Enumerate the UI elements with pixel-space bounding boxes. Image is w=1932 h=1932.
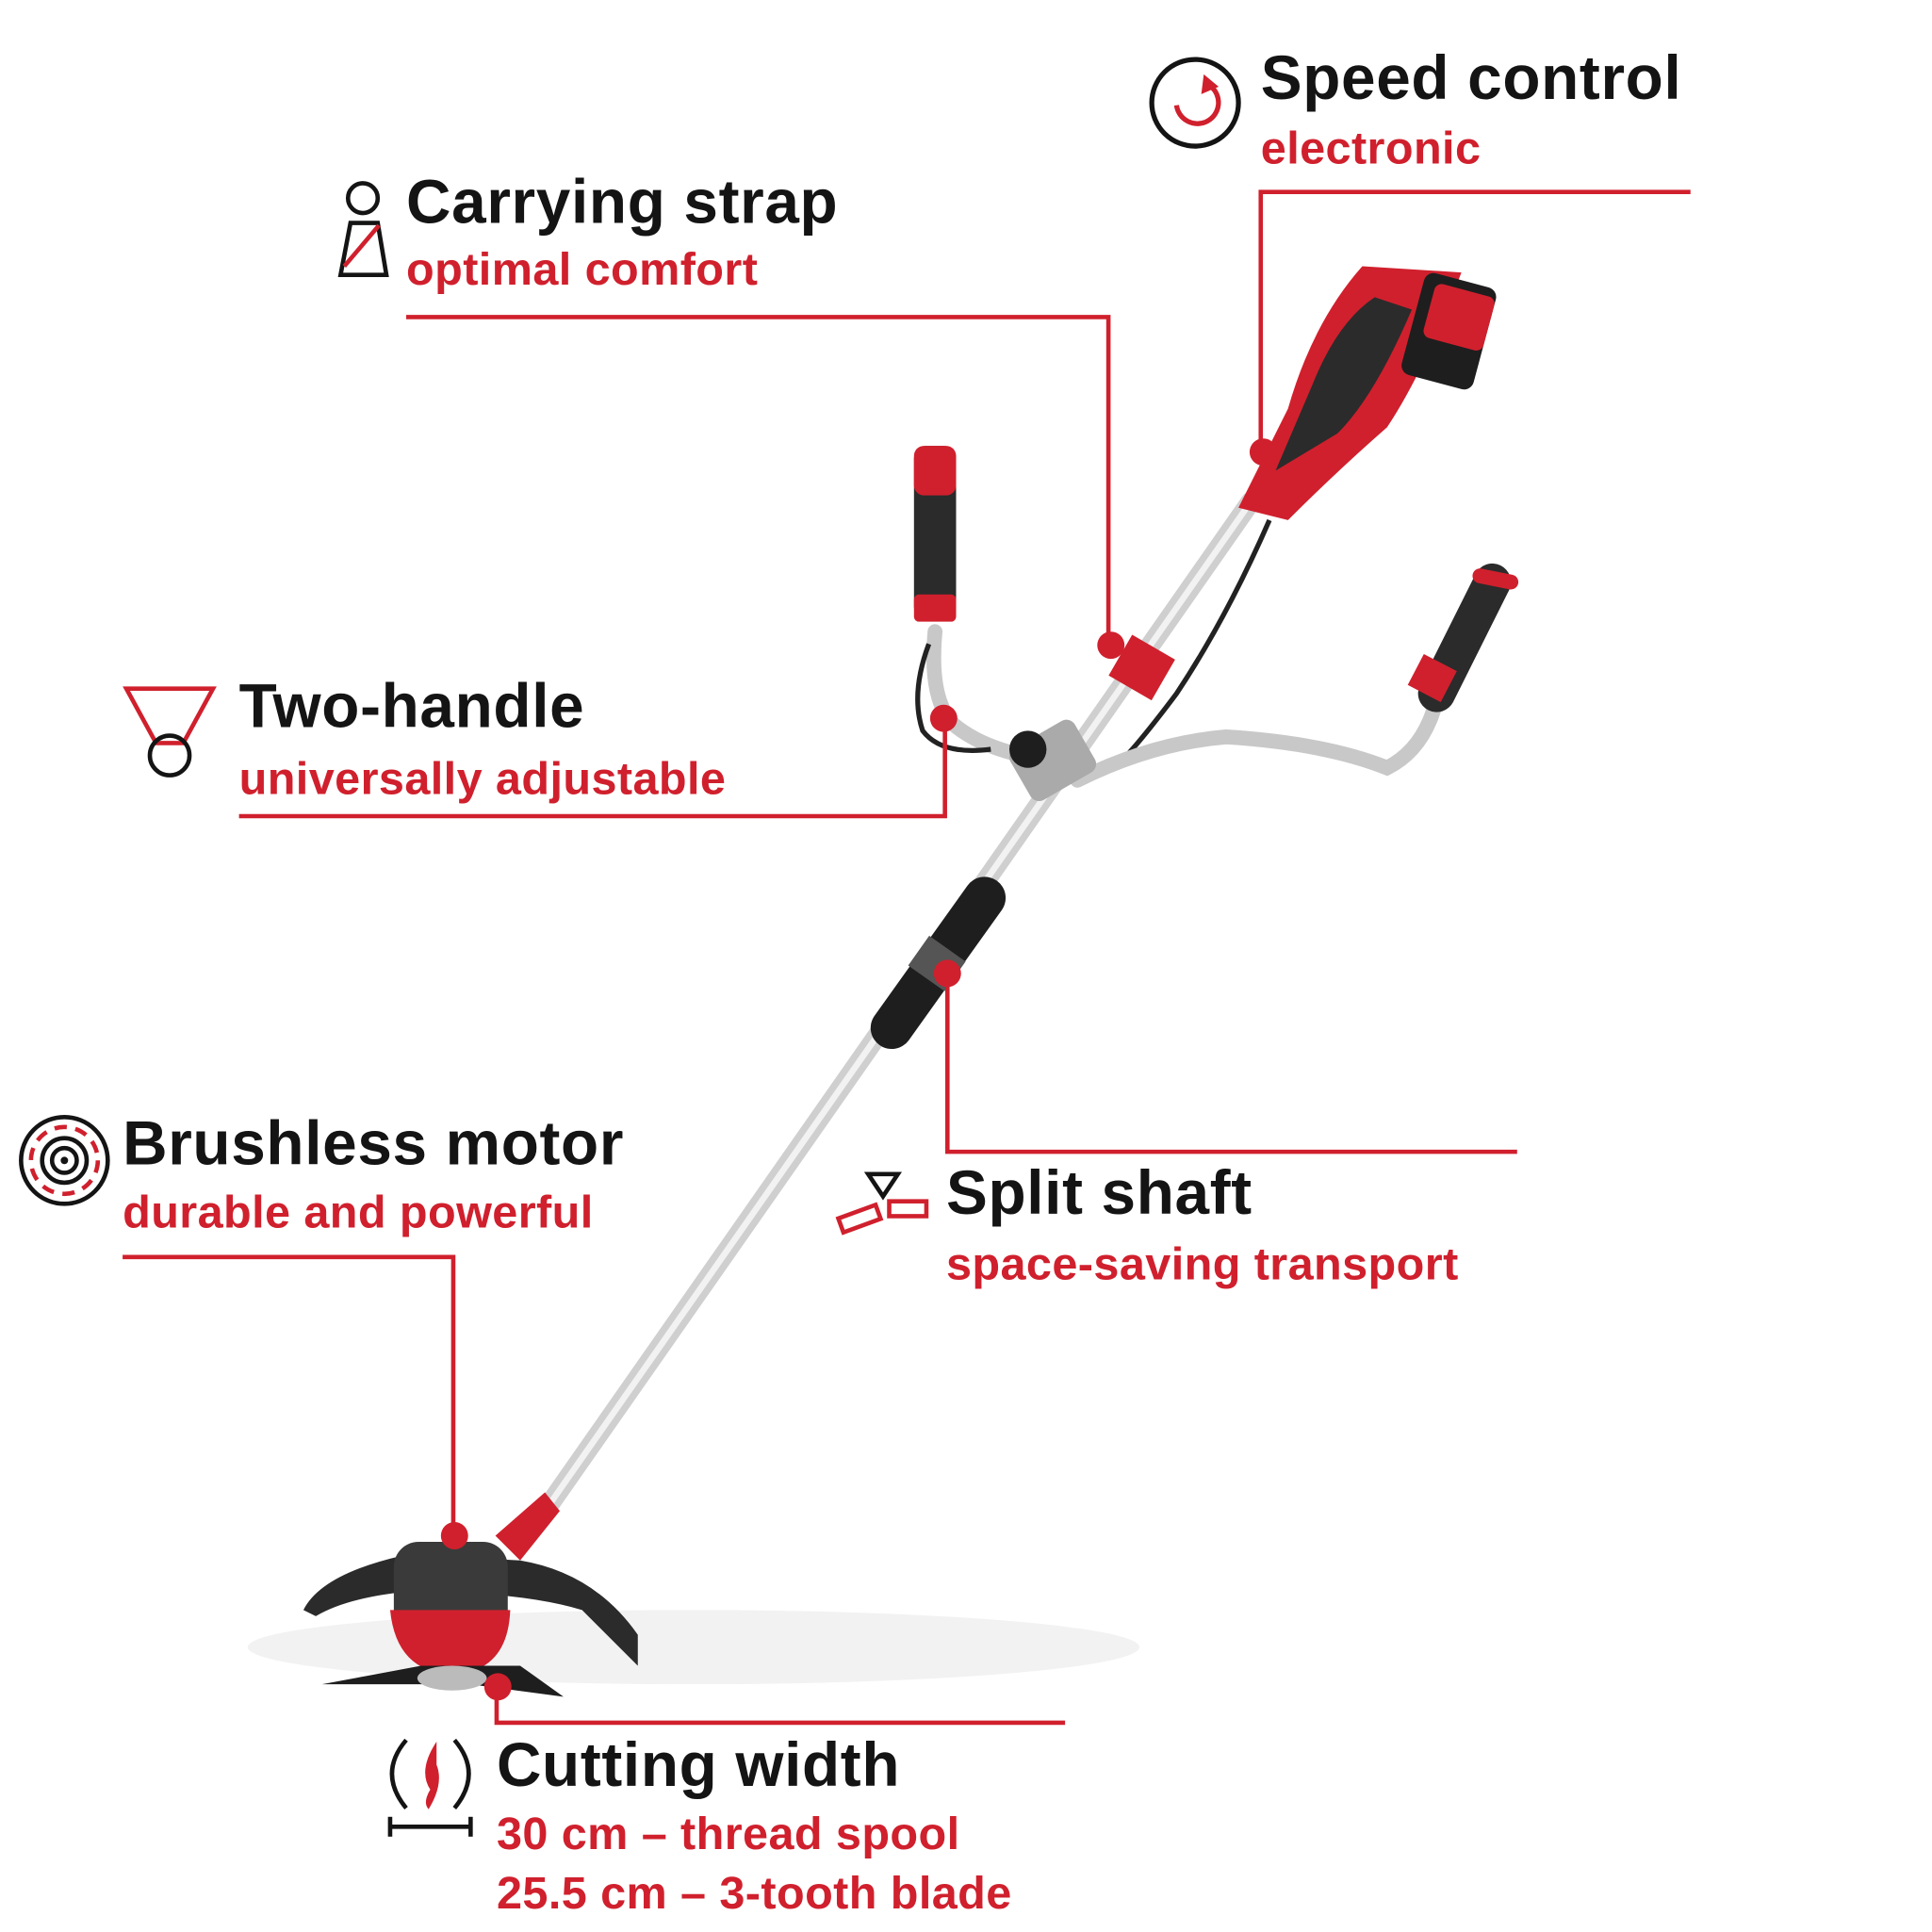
split-shaft-subtitle: space-saving transport	[945, 1238, 1459, 1289]
callout-lines	[123, 189, 1691, 1726]
cutting-width-title: Cutting width	[496, 1729, 901, 1800]
dot-speed-control	[1249, 438, 1277, 467]
cutting-width-line-2: 25.5 cm – 3-tooth blade	[496, 1867, 1012, 1919]
two-handle-icon	[123, 686, 217, 778]
line-two-handle	[238, 718, 947, 819]
battery-top	[1423, 284, 1495, 351]
cutting-width-icon	[387, 1738, 473, 1837]
speed-control-title: Speed control	[1260, 42, 1682, 113]
strap-eyelet	[1108, 634, 1175, 701]
right-handle-bar	[1070, 692, 1445, 788]
line-carrying-strap	[406, 315, 1111, 645]
speed-control-subtitle: electronic	[1260, 123, 1482, 173]
brushless-motor-subtitle: durable and powerful	[123, 1186, 594, 1237]
speed-control-icon	[1149, 57, 1241, 149]
head-neck	[495, 1492, 560, 1561]
spool	[417, 1665, 487, 1691]
dot-cutting-width	[483, 1673, 512, 1701]
grass-guard	[303, 1554, 638, 1666]
carrying-strap-icon	[337, 181, 389, 278]
left-grip-trigger	[913, 446, 957, 496]
right-grip-collar	[1407, 653, 1457, 702]
split-shaft-icon	[835, 1171, 929, 1236]
head-base	[389, 1610, 511, 1675]
handle-cable	[915, 643, 991, 753]
clamp-knob	[1008, 730, 1047, 768]
dot-two-handle	[929, 704, 958, 732]
carrying-strap-subtitle: optimal comfort	[406, 243, 759, 295]
housing-grip	[1275, 297, 1413, 471]
line-split-shaft	[944, 973, 1517, 1154]
brushless-motor-title: Brushless motor	[123, 1108, 625, 1178]
split-shaft-title: Split shaft	[945, 1157, 1253, 1228]
line-brushless-motor	[123, 1254, 456, 1536]
carrying-strap-title: Carrying strap	[406, 167, 839, 237]
left-grip-collar	[913, 594, 957, 622]
coupler-ring	[908, 935, 966, 991]
brushless-motor-icon	[19, 1115, 110, 1206]
dot-brushless-motor	[440, 1522, 468, 1549]
two-handle-title: Two-handle	[238, 671, 585, 741]
line-speed-control	[1258, 189, 1691, 452]
dot-carrying-strap	[1097, 631, 1125, 660]
two-handle-subtitle: universally adjustable	[238, 752, 727, 804]
right-grip-cap	[1472, 568, 1519, 590]
line-cutting-width	[494, 1686, 1066, 1726]
cutting-width-line-1: 30 cm – thread spool	[496, 1808, 960, 1859]
cable	[1119, 518, 1272, 764]
dot-split-shaft	[933, 959, 961, 988]
callout-dots	[440, 438, 1277, 1701]
